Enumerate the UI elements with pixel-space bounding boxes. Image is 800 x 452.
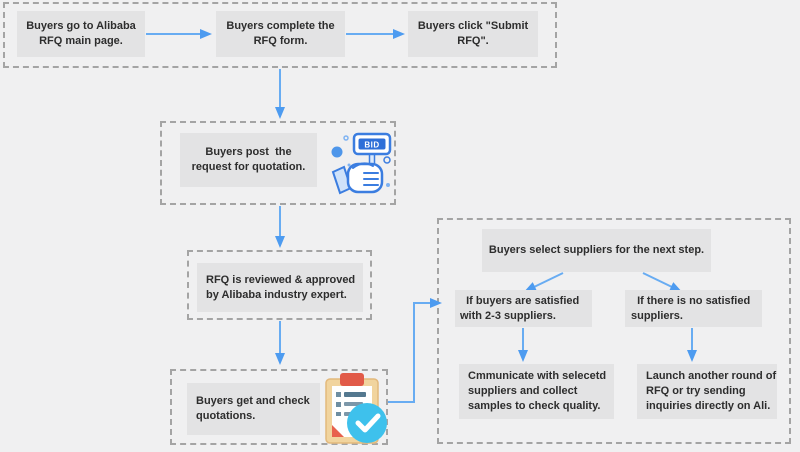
group-review [187,250,372,320]
group-post-request [160,121,396,205]
step-click-submit-rfq: Buyers click "Submit RFQ". [408,11,538,57]
step-complete-rfq-form: Buyers complete the RFQ form. [216,11,345,57]
branch-label: If there is no satisfied suppliers. [631,294,751,322]
outcome-label: Launch another round of RFQ or try sendi… [646,370,777,412]
outcome-launch-another-round: Launch another round of RFQ or try sendi… [637,364,777,419]
clipboard-check-icon [325,373,387,444]
branch-label: If buyers are satisfied with 2-3 supplie… [460,294,580,322]
group-supplier-selection [437,218,791,444]
step-label: RFQ is reviewed & approved by Alibaba in… [206,273,356,301]
step-go-to-rfq-page: Buyers go to Alibaba RFQ main page. [17,11,145,57]
branch-no-satisfied-suppliers: If there is no satisfied suppliers. [625,290,762,327]
step-label: Buyers get and check quotations. [196,395,310,422]
arrow-to-selection-group [388,298,442,403]
group-check-quotations [170,369,388,445]
step-select-suppliers: Buyers select suppliers for the next ste… [482,229,711,272]
step-label: Buyers complete the RFQ form. [226,20,335,47]
outcome-communicate-collect-samples: Cmmunicate with selecetd suppliers and c… [459,364,614,419]
group-submit-stage [3,2,557,68]
step-label: Buyers post the request for quotation. [191,146,306,173]
bid-sign-text: BID [364,141,379,150]
step-post-request: Buyers post the request for quotation. [180,133,317,187]
step-label: Buyers select suppliers for the next ste… [488,244,705,256]
step-get-check-quotations: Buyers get and check quotations. [187,383,320,435]
bid-sign-icon: BID [331,132,392,195]
step-rfq-reviewed: RFQ is reviewed & approved by Alibaba in… [197,263,363,312]
step-label: Buyers go to Alibaba RFQ main page. [26,20,136,47]
branch-satisfied-suppliers: If buyers are satisfied with 2-3 supplie… [455,290,592,327]
outcome-label: Cmmunicate with selecetd suppliers and c… [468,370,607,412]
step-label: Buyers click "Submit RFQ". [417,20,529,47]
